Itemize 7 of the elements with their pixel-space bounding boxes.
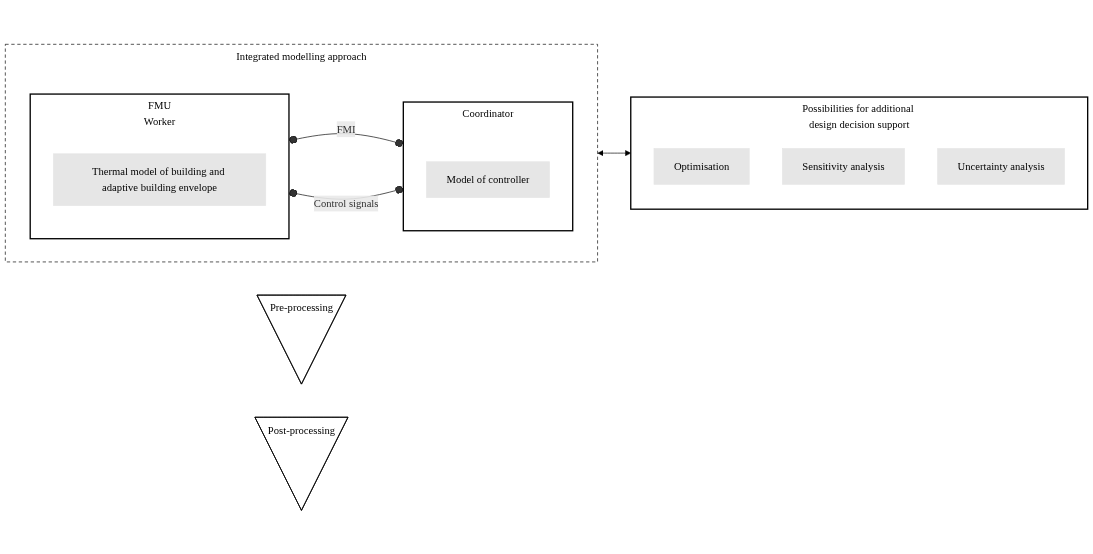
node-box: Thermal model of building and adaptive building envelope: [53, 153, 267, 206]
edge-label: Control signals: [313, 197, 379, 209]
edge-label: FMI: [336, 122, 356, 135]
node-box: Optimisation: [653, 147, 750, 185]
node-box: Uncertainty analysis: [937, 147, 1065, 185]
node-box: Sensitivity analysis: [782, 147, 905, 185]
node-box: Model of controller: [426, 161, 550, 198]
